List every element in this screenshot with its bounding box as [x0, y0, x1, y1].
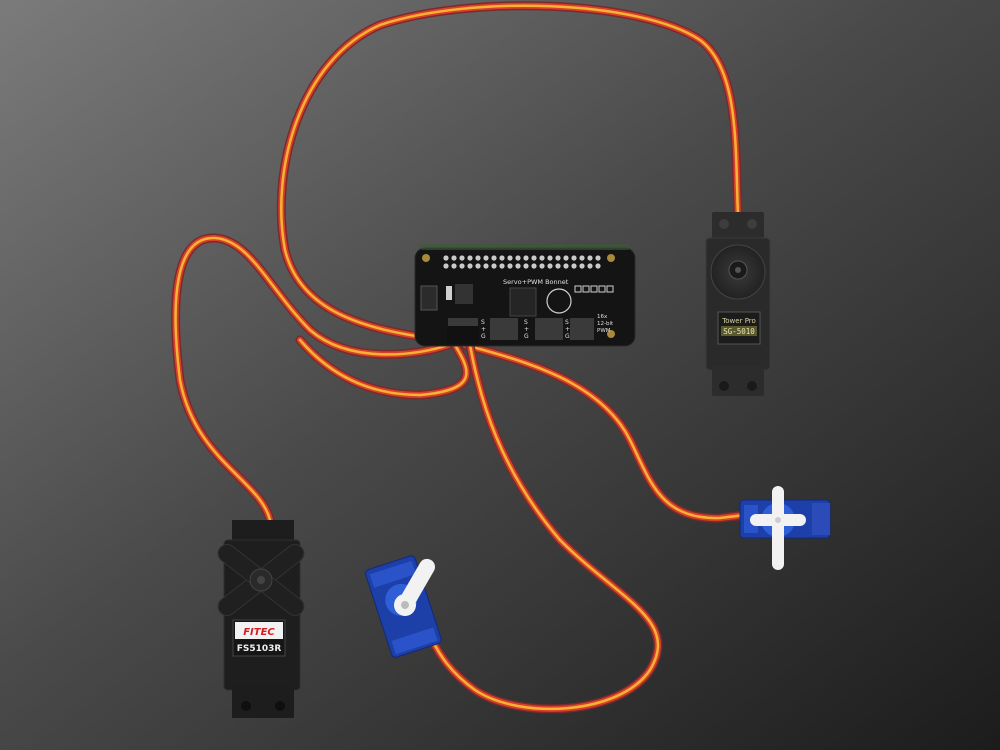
servo-pwm-bonnet-board: Servo+PWM Bonnet 16x 12-bit PWM S + G S …	[414, 244, 636, 347]
pwm-chip	[509, 287, 537, 317]
micro-servo-bottom	[365, 555, 442, 658]
board-spec-1: 16x	[597, 314, 608, 320]
servo-cable-bottom	[427, 340, 663, 714]
svg-text:G: G	[481, 333, 486, 340]
capacitor-outline	[546, 288, 572, 314]
servo-horn-arm-white	[394, 558, 435, 616]
svg-text:+: +	[565, 326, 570, 333]
svg-text:S: S	[481, 319, 485, 326]
board-title: Servo+PWM Bonnet	[503, 278, 569, 286]
gpio-header	[443, 255, 601, 269]
micro-servo-right	[739, 486, 831, 570]
board-spec-3: PWM	[597, 328, 611, 334]
servo-cable-top-loop	[276, 1, 743, 345]
servo-brand-towerpro: Tower Pro	[721, 317, 756, 325]
servo-connectors	[447, 326, 479, 344]
mounting-hole	[422, 254, 430, 262]
board-spec-2: 12-bit	[597, 321, 614, 327]
svg-text:S: S	[565, 319, 569, 326]
servo-cable-crossover	[295, 335, 471, 400]
servo-fs5103r: FITEC FS5103R	[217, 520, 305, 718]
mounting-hole	[607, 330, 615, 338]
power-terminal	[420, 285, 438, 311]
servo-sg5010: Tower Pro SG-5010	[705, 212, 771, 396]
svg-text:+: +	[481, 326, 486, 333]
svg-text:G: G	[524, 333, 529, 340]
svg-text:G: G	[565, 333, 570, 340]
servo-model-sg5010: SG-5010	[723, 327, 755, 336]
servo-cable-right	[460, 340, 750, 523]
svg-text:S: S	[524, 319, 528, 326]
servo-cable-left-loop	[171, 233, 453, 525]
servo-brand-fitec: FITEC	[243, 627, 275, 638]
voltage-regulator	[455, 284, 473, 304]
mounting-hole	[607, 254, 615, 262]
svg-text:+: +	[524, 326, 529, 333]
address-jumpers	[574, 285, 614, 293]
servo-model-fs5103r: FS5103R	[237, 644, 282, 654]
servo-label-plate	[235, 622, 283, 639]
